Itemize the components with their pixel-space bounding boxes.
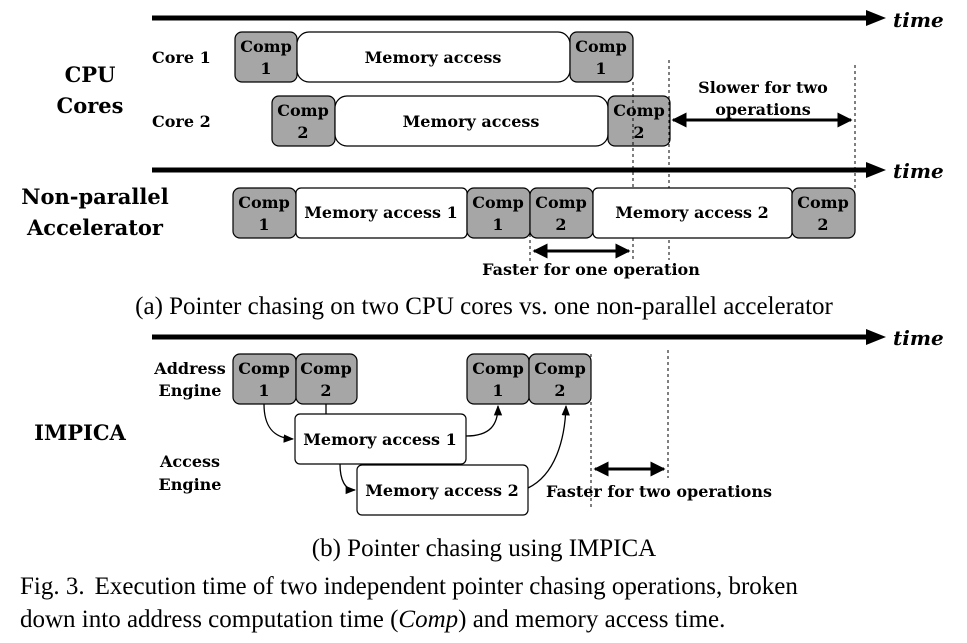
svg-text:Comp: Comp [238,359,290,378]
svg-text:Memory access: Memory access [403,112,540,131]
svg-text:Comp: Comp [535,193,587,212]
core2-comp2-end: Comp 2 [607,95,671,147]
impica-comp2-end: Comp 2 [528,353,592,405]
accel-comp2-end: Comp 2 [791,187,856,239]
core2-memory-access: Memory access [334,95,609,147]
address-engine-label-line1: Address [153,359,225,378]
time-axis-accelerator [152,162,886,178]
accel-memory-access-2: Memory access 2 [592,187,793,239]
svg-text:Memory access 1: Memory access 1 [303,430,457,449]
accel-comp2-start: Comp 2 [529,187,594,239]
accelerator-label-line2: Accelerator [26,215,164,240]
impica-comp2-start: Comp 2 [295,353,358,405]
faster-one-label: Faster for one operation [482,260,700,279]
svg-text:Comp: Comp [472,359,524,378]
svg-text:1: 1 [258,215,269,234]
time-axis-label: time [893,8,944,32]
core1-comp1-end: Comp 1 [569,31,634,83]
svg-text:2: 2 [633,123,644,142]
svg-text:1: 1 [258,381,269,400]
svg-text:Comp: Comp [534,359,586,378]
arrow-comp1-to-mem1 [263,403,295,443]
impica-comp1-start: Comp 1 [232,353,297,405]
access-engine-label-line2: Engine [159,475,222,494]
svg-text:2: 2 [297,123,308,142]
svg-text:Comp: Comp [613,101,665,120]
core2-comp2-start: Comp 2 [271,95,336,147]
time-axis-cpu [152,10,886,26]
svg-text:1: 1 [492,381,503,400]
svg-text:Memory access 2: Memory access 2 [615,203,769,222]
accel-comp1-start: Comp 1 [232,187,297,239]
impica-memory-access-2: Memory access 2 [356,464,529,516]
access-engine-label-line1: Access [159,452,220,471]
arrow-comp2-to-mem2 [339,463,357,495]
impica-comp1-end: Comp 1 [466,353,530,405]
svg-text:Comp: Comp [472,193,524,212]
svg-text:Comp: Comp [277,101,329,120]
svg-text:Comp: Comp [238,193,290,212]
svg-text:1: 1 [260,59,271,78]
time-axis-impica [152,329,886,345]
faster-two-label: Faster for two operations [546,482,772,501]
svg-text:Comp: Comp [300,359,352,378]
figure-caption-line2: down into address computation time (Comp… [20,606,725,633]
accelerator-label-line1: Non-parallel [21,184,168,209]
svg-text:1: 1 [492,215,503,234]
time-axis-label: time [893,159,944,183]
core2-label: Core 2 [152,112,211,131]
accel-comp1-end: Comp 1 [466,187,531,239]
figure-caption-line1: Fig. 3.Execution time of two independent… [20,573,798,600]
impica-label: IMPICA [34,420,126,445]
svg-text:2: 2 [320,381,331,400]
arrow-mem2-to-comp2 [527,404,570,489]
svg-text:2: 2 [554,381,565,400]
arrow-mem1-to-comp1 [465,404,503,437]
core1-comp1-start: Comp 1 [234,31,298,83]
svg-text:Comp: Comp [797,193,849,212]
svg-text:2: 2 [555,215,566,234]
cpu-cores-label-line2: Cores [57,93,124,118]
svg-text:Comp: Comp [240,37,292,56]
address-engine-label-line2: Engine [159,381,222,400]
core1-label: Core 1 [152,48,211,67]
svg-text:1: 1 [595,59,606,78]
caption-b: (b) Pointer chasing using IMPICA [312,535,656,562]
time-axis-label: time [893,326,944,350]
cpu-cores-label-line1: CPU [65,62,116,87]
svg-text:2: 2 [817,215,828,234]
slower-label-line2: operations [715,100,811,119]
core1-memory-access: Memory access [296,31,571,83]
caption-a: (a) Pointer chasing on two CPU cores vs.… [135,293,833,320]
svg-text:Memory access: Memory access [365,48,502,67]
impica-memory-access-1: Memory access 1 [294,413,467,465]
slower-label-line1: Slower for two [698,78,828,97]
svg-text:Memory access 2: Memory access 2 [365,481,519,500]
svg-text:Memory access 1: Memory access 1 [304,203,458,222]
svg-text:Comp: Comp [575,37,627,56]
accel-memory-access-1: Memory access 1 [295,187,468,239]
